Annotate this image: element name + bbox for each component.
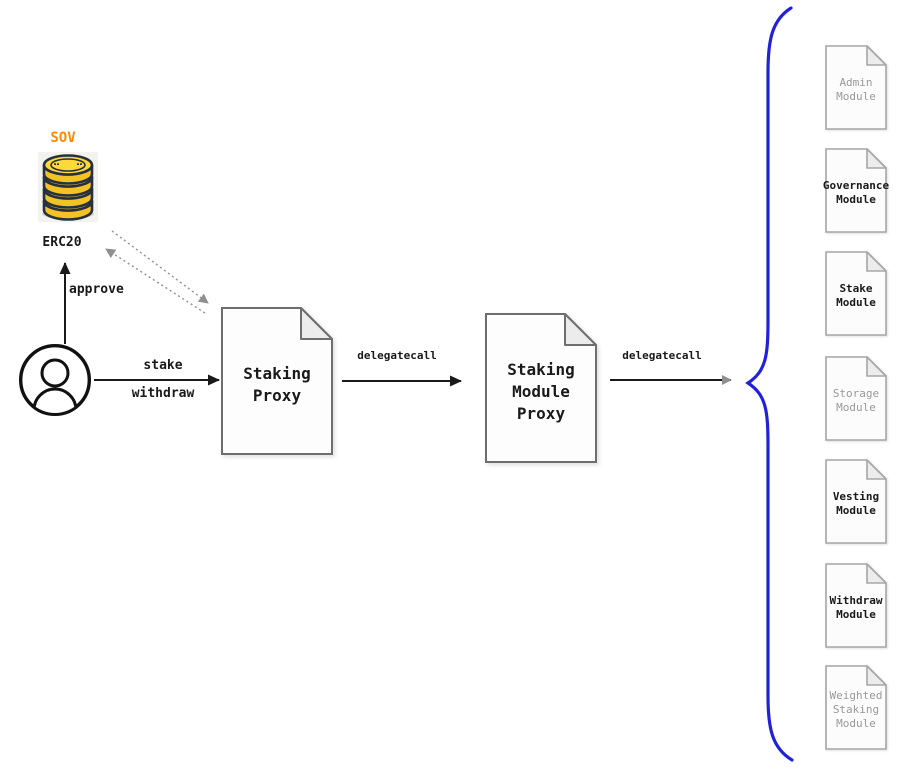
document-icon: [485, 313, 597, 463]
modules-brace: [745, 6, 794, 762]
module-stake-label: Stake Module: [836, 281, 876, 309]
document-icon: [825, 251, 887, 336]
module-stake: Stake Module: [825, 251, 887, 336]
document-icon: [825, 45, 887, 130]
module-admin-label: Admin Module: [836, 75, 876, 103]
document-icon: [221, 307, 333, 455]
staking-proxy-label: Staking Proxy: [243, 364, 311, 405]
staking-proxy-node: Staking Proxy: [221, 307, 333, 455]
document-icon: [825, 148, 887, 233]
dotted-arrow-to-token: [105, 248, 206, 314]
coin-stack-icon: [38, 152, 98, 222]
module-admin: Admin Module: [825, 45, 887, 130]
module-governance-label: Governance Module: [822, 178, 890, 206]
module-vesting: Vesting Module: [825, 459, 887, 544]
withdraw-label: withdraw: [131, 386, 195, 401]
document-icon: [825, 459, 887, 544]
delegatecall-label-2: delegatecall: [622, 349, 702, 362]
delegatecall-label-1: delegatecall: [357, 349, 437, 362]
module-withdraw-label: Withdraw Module: [829, 593, 883, 621]
module-withdraw: Withdraw Module: [825, 563, 887, 648]
document-icon: [825, 356, 887, 441]
module-weighted-staking: Weighted Staking Module: [825, 665, 887, 750]
staking-module-proxy-label: Staking Module Proxy: [507, 360, 575, 423]
module-vesting-label: Vesting Module: [832, 489, 880, 517]
stake-label: stake: [143, 358, 183, 373]
module-governance: Governance Module: [822, 148, 890, 233]
sov-token-label: SOV: [50, 130, 76, 146]
document-icon: [825, 563, 887, 648]
erc20-label: ERC20: [42, 235, 82, 250]
approve-label: approve: [69, 282, 124, 297]
module-storage: Storage Module: [825, 356, 887, 441]
module-weighted-staking-label: Weighted Staking Module: [829, 688, 883, 730]
dotted-arrow-to-proxy: [111, 230, 209, 304]
module-storage-label: Storage Module: [832, 386, 880, 414]
staking-module-proxy-node: Staking Module Proxy: [485, 313, 597, 463]
document-icon: [825, 665, 887, 750]
user-icon: [19, 344, 91, 416]
